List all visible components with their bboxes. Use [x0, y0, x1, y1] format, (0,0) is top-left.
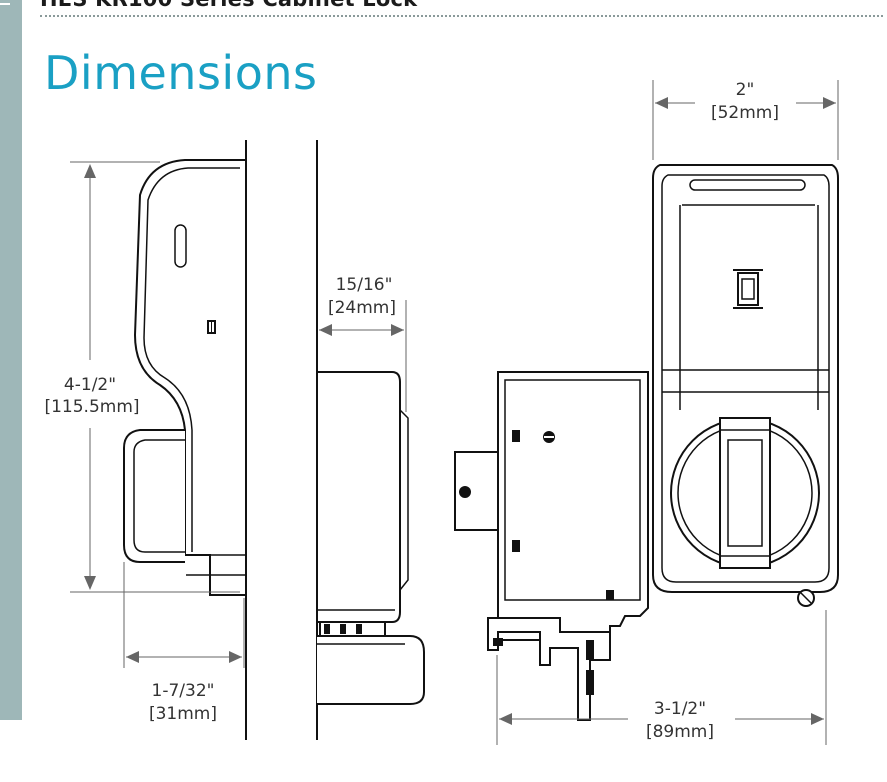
height-inch-label: 4-1/2": [64, 375, 116, 395]
rear-view: [454, 164, 839, 721]
keyhole-slot: [174, 224, 187, 268]
depth-mm-label: [24mm]: [328, 298, 396, 318]
front-width-mm-label: [52mm]: [711, 103, 779, 123]
inside-housing-lip: [399, 409, 409, 591]
side-accent-band: [0, 0, 22, 720]
depth-inch-label: 15/16": [336, 275, 393, 295]
side-profile-view: [123, 140, 247, 740]
lock-body-side-outline: [133, 159, 247, 596]
side-band-tick: [0, 3, 10, 5]
inside-profile-view: [316, 140, 425, 740]
projection-inch-label: 1-7/32": [152, 681, 215, 701]
lock-body-inner-contour: [143, 167, 240, 552]
overall-width-mm-label: [89mm]: [646, 722, 714, 742]
latch-tab: [454, 451, 499, 531]
pull-handle-outer: [123, 429, 185, 563]
height-mm-label: [115.5mm]: [44, 397, 139, 417]
height-dimension: 4-1/2" [115.5mm]: [44, 161, 240, 593]
section-title: Dimensions: [44, 46, 318, 100]
projection-mm-label: [31mm]: [149, 704, 217, 724]
overall-width-dimension: 3-1/2" [89mm]: [496, 610, 827, 745]
top-slot: [689, 179, 806, 191]
inside-housing-outline: [316, 371, 401, 623]
page-header: HES KR100 Series Cabinet Lock: [40, 0, 417, 11]
front-width-inch-label: 2": [736, 80, 755, 100]
header-dotted-rule: [40, 15, 883, 17]
center-emblem: [733, 269, 763, 309]
overall-width-inch-label: 3-1/2": [654, 699, 706, 719]
depth-dimension: 15/16" [24mm]: [319, 275, 407, 412]
pull-handle-inner: [133, 439, 185, 553]
cam-block-outline: [317, 635, 425, 705]
front-width-dimension: 2" [52mm]: [652, 80, 839, 160]
projection-dimension: 1-7/32" [31mm]: [123, 562, 245, 724]
led-indicator: [207, 320, 216, 334]
